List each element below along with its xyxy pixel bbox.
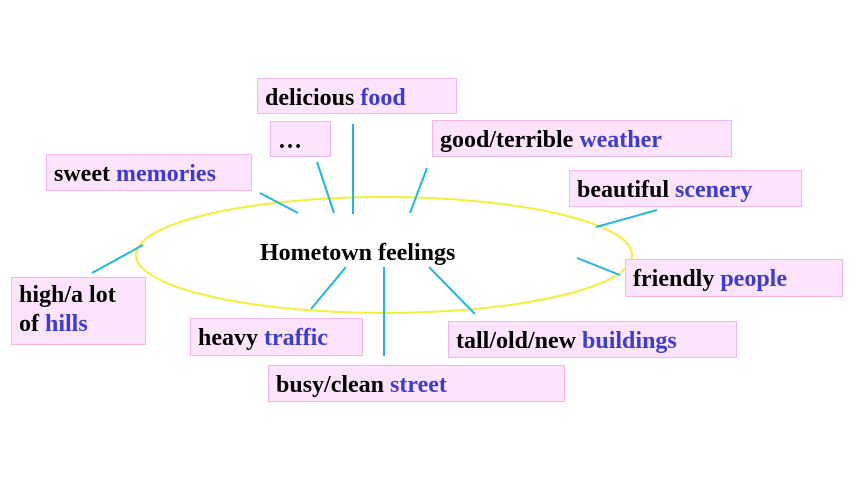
box-plain-text: … [278, 128, 302, 154]
box-plain-text: tall/old/new [456, 328, 583, 354]
box-plain-text: friendly [633, 266, 721, 292]
box-good-terrible-weather: good/terrible weather [432, 120, 732, 157]
box-tall-old-new-buildings: tall/old/new buildings [448, 321, 737, 358]
box-plain-text: good/terrible [440, 127, 580, 153]
box-plain-text: delicious [265, 85, 361, 111]
connector-people [576, 257, 621, 276]
box-text-line2: of hills [19, 310, 138, 339]
box-highlight-text: buildings [582, 328, 677, 354]
box-plain-text: beautiful [577, 177, 676, 203]
box-plain-text: sweet [54, 161, 116, 187]
box-friendly-people: friendly people [625, 259, 843, 297]
box-busy-clean-street: busy/clean street [268, 365, 565, 402]
connector-buildings [428, 266, 476, 315]
connector-hills [91, 244, 144, 274]
box-highlight-text: weather [579, 127, 662, 153]
box-delicious-food: delicious food [257, 78, 457, 114]
box-highlight-text: food [360, 85, 406, 111]
box-plain-text: of [19, 311, 45, 337]
box-highlight-text: traffic [264, 325, 328, 351]
center-label: Hometown feelings [260, 240, 456, 266]
connector-weather [409, 167, 428, 214]
box-plain-text: heavy [198, 325, 264, 351]
box-ellipsis: … [270, 121, 331, 157]
box-highlight-text: scenery [675, 177, 753, 203]
connector-traffic [310, 266, 347, 310]
box-high-a-lot-of-hills: high/a lot of hills [11, 277, 146, 345]
connector-ellipsis [316, 161, 335, 214]
box-highlight-text: people [720, 266, 787, 292]
box-sweet-memories: sweet memories [46, 154, 252, 191]
box-highlight-text: hills [45, 311, 88, 337]
connector-memories [259, 192, 299, 214]
connector-scenery [595, 209, 658, 228]
box-plain-text-line1: high/a lot [19, 282, 116, 308]
box-highlight-text: memories [115, 161, 216, 187]
box-beautiful-scenery: beautiful scenery [569, 170, 802, 207]
box-plain-text: busy/clean [276, 372, 391, 398]
box-highlight-text: street [390, 372, 447, 398]
box-heavy-traffic: heavy traffic [190, 318, 363, 356]
